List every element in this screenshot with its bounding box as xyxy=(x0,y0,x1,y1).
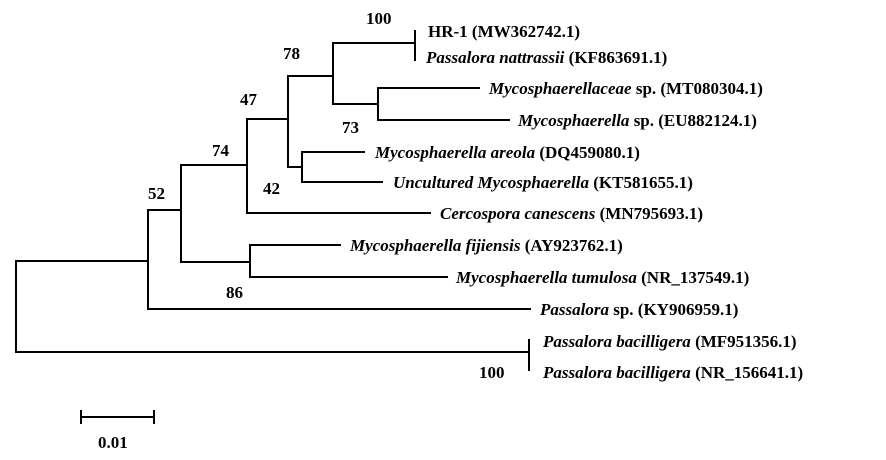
taxon-label: Passalora sp. (KY906959.1) xyxy=(539,300,738,319)
taxon-label: Passalora nattrassii (KF863691.1) xyxy=(425,48,667,67)
taxon-label: Mycosphaerella areola (DQ459080.1) xyxy=(374,143,640,162)
taxon-label: Mycosphaerella tumulosa (NR_137549.1) xyxy=(455,268,749,287)
taxon-labels: HR-1 (MW362742.1) Passalora nattrassii (… xyxy=(349,22,803,382)
taxon-label: Passalora bacilligera (MF951356.1) xyxy=(542,332,797,351)
bootstrap-value: 78 xyxy=(283,44,300,63)
taxon-label: Cercospora canescens (MN795693.1) xyxy=(440,204,703,223)
taxon-label: Mycosphaerella fijiensis (AY923762.1) xyxy=(349,236,623,255)
bootstrap-value: 42 xyxy=(263,179,280,198)
tree-branches xyxy=(15,30,531,371)
taxon-label: Mycosphaerellaceae sp. (MT080304.1) xyxy=(488,79,763,98)
scale-bar: 0.01 xyxy=(80,410,155,452)
bootstrap-value: 74 xyxy=(212,141,230,160)
bootstrap-values: 100 78 47 73 74 42 52 86 100 xyxy=(148,9,505,382)
taxon-label: Mycosphaerella sp. (EU882124.1) xyxy=(517,111,757,130)
taxon-label: Uncultured Mycosphaerella (KT581655.1) xyxy=(393,173,693,192)
taxon-label: Passalora bacilligera (NR_156641.1) xyxy=(542,363,803,382)
bootstrap-value: 73 xyxy=(342,118,359,137)
taxon-label: HR-1 (MW362742.1) xyxy=(428,22,580,41)
bootstrap-value: 100 xyxy=(479,363,505,382)
scale-bar-label: 0.01 xyxy=(98,433,128,452)
bootstrap-value: 100 xyxy=(366,9,392,28)
bootstrap-value: 86 xyxy=(226,283,243,302)
bootstrap-value: 47 xyxy=(240,90,258,109)
bootstrap-value: 52 xyxy=(148,184,165,203)
